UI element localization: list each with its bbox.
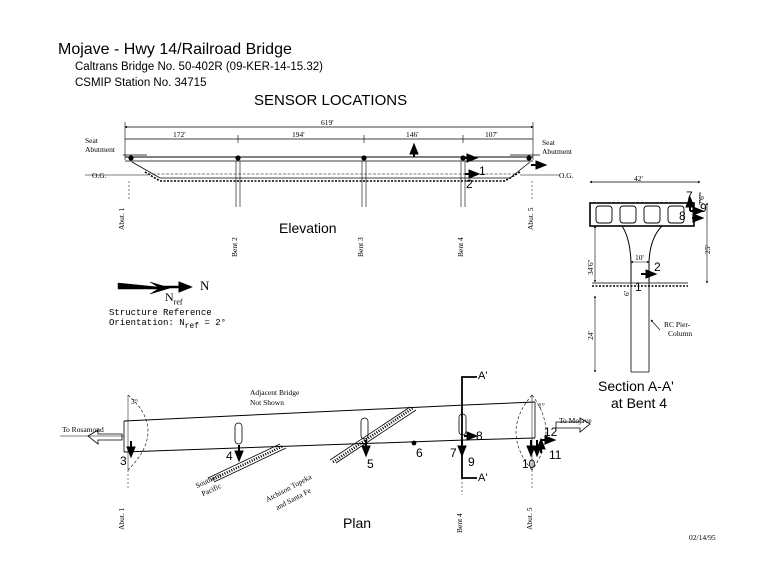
cut-label-top: A' [478, 370, 488, 382]
sensor-9-plan-label: 9 [468, 455, 475, 469]
footing-label: 6' [622, 290, 631, 296]
elevation-sensor-dots [128, 155, 532, 161]
pier-column-label-2: Column [668, 329, 693, 338]
plan-sensor-dots [411, 440, 417, 446]
plan-title: Plan [343, 515, 372, 531]
right-seat-label: Seat [542, 138, 555, 147]
section-heading: SENSOR LOCATIONS [254, 92, 408, 109]
og-right-label: O.G. [559, 171, 574, 180]
skew-right-label: 1° [538, 401, 545, 410]
drawing-date: 02/14/95 [689, 533, 716, 542]
sensor-9-section-label: 9 [700, 201, 707, 215]
sensor-8-plan-label: 8 [476, 429, 483, 443]
sensor-1-section-label: 1 [635, 280, 642, 294]
sensor-8-section-label: 8 [679, 209, 686, 223]
cut-label-bottom: A' [478, 472, 488, 484]
elevation-title: Elevation [279, 220, 337, 236]
plan-view [60, 376, 591, 495]
elevation-view [85, 122, 560, 207]
og-left-label: O.G. [92, 171, 107, 180]
section-title-line-2: at Bent 4 [611, 395, 668, 411]
to-mojave-label: To Mojave [559, 416, 592, 425]
sensor-12-label: 12 [544, 425, 558, 439]
plan-bent-4-label: Bent 4 [455, 513, 464, 533]
total-span-label: 619' [321, 118, 334, 127]
nref-label: Nref [165, 290, 183, 307]
sensor-3-label: 3 [120, 454, 127, 468]
orientation-line-2: Orientation: Nref = 2° [109, 318, 227, 331]
left-abutment-label: Abutment [85, 145, 115, 154]
plan-abut-5-label: Abut. 5 [525, 507, 534, 531]
pier-height-label: 34'6" [586, 259, 595, 275]
pier-column-label-1: RC Pier- [664, 320, 691, 329]
adjacent-bridge-label-1: Adjacent Bridge [250, 388, 300, 397]
left-seat-label: Seat [85, 136, 98, 145]
adjacent-bridge-label-2: Not Shown [250, 398, 284, 407]
section-view [589, 180, 709, 373]
sensor-1-label: 1 [479, 164, 486, 178]
span-4-label: 107' [485, 130, 498, 139]
pier-width-label: 10' [635, 253, 644, 262]
span-2-label: 194' [292, 130, 305, 139]
span-3-label: 146' [406, 130, 419, 139]
abut-5-label: Abut. 5 [526, 207, 535, 231]
north-label: N [200, 278, 210, 293]
section-title-line-1: Section A-A' [598, 378, 674, 394]
orientation-line-1: Structure Reference [109, 308, 212, 318]
section-sensor-arrows [641, 195, 705, 279]
skew-left-label: 3° [131, 397, 138, 406]
sensor-11-label: 11 [549, 448, 562, 462]
bent-3-label: Bent 3 [356, 237, 365, 257]
sensor-5-label: 5 [367, 457, 374, 471]
sensor-10-label: 10 [522, 457, 536, 471]
sensor-2-elevation-label: 2 [466, 177, 473, 191]
section-width-label: 42' [634, 174, 643, 183]
sensor-6-label: 6 [416, 446, 423, 460]
drawing-title: Mojave - Hwy 14/Railroad Bridge [58, 41, 292, 58]
sensor-7-plan-label: 7 [450, 446, 457, 460]
bent-2-label: Bent 2 [230, 237, 239, 257]
orientation-arrows [117, 281, 193, 295]
elevation-sensor-arrows [409, 142, 548, 179]
sensor-7-section-label: 7 [686, 189, 693, 203]
abut-1-label: Abut. 1 [117, 207, 126, 231]
column-depth-label: 24' [586, 331, 595, 340]
caltrans-bridge-number: Caltrans Bridge No. 50-402R (09-KER-14-1… [75, 61, 324, 73]
span-1-label: 172' [173, 130, 186, 139]
bent-4-label: Bent 4 [456, 237, 465, 257]
plan-abut-1-label: Abut. 1 [117, 507, 126, 531]
csmip-station-number: CSMIP Station No. 34715 [75, 77, 207, 89]
to-rosamond-label: To Rosamond [62, 425, 104, 434]
sensor-2-section-label: 2 [654, 260, 661, 274]
sensor-4-label: 4 [226, 449, 233, 463]
right-abutment-label: Abutment [542, 147, 572, 156]
plan-sensor-arrows [126, 431, 557, 463]
right-height-label: 25' [703, 245, 712, 254]
